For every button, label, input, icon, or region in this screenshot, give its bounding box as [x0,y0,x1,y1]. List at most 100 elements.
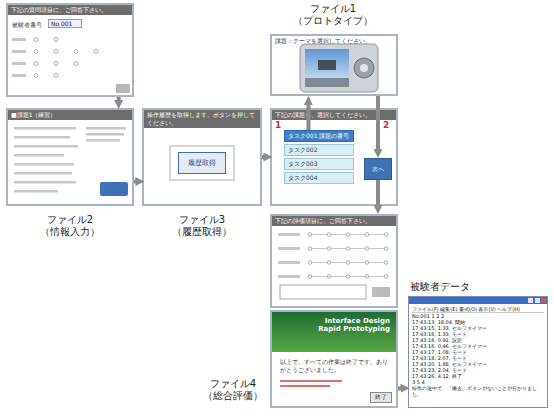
window-button [528,298,533,303]
title-bar [409,297,547,304]
scale-line [308,262,386,263]
task-label: タスク002 [285,145,353,155]
text-bar [86,139,120,142]
menu-bar: ファイル(F) 編集(E) 書式(O) 表示(V) ヘルプ(H) [412,306,544,313]
radio-button [54,74,58,78]
log-line: 17:43:17, 1.08, モード [412,349,544,355]
scale-point [365,233,369,237]
screen-heading: ■課題1（練習） [8,110,132,120]
screen-heading: 課題：テーマを選択してください。 [275,38,371,45]
radio-button [94,50,98,54]
scale-point [327,275,331,279]
task-item: タスク002 [284,144,354,156]
task-label: タスク004 [285,173,353,183]
file-label: ファイル3 （履歴取得） [152,214,252,238]
log-line: 17:43:18, 2.07, モード [412,355,544,361]
camera-illustration [300,44,378,92]
blue-button [100,182,128,196]
text-bar [14,181,76,184]
history-screen: 操作履歴を取得します。ボタンを押してください。履歴取得 [142,108,262,206]
form-rows [12,38,130,94]
log-line: 17:43:20, 1.88, セルフタイマー [412,361,544,367]
field-label: 被験者番号 [12,21,42,30]
small-button [116,84,130,93]
log-line: 17:43:23, 2.04, モード [412,367,544,373]
text-bar [14,154,64,157]
text-bar [12,50,26,53]
file-label: ファイル4 （総合評価） [200,378,266,402]
flow-arrow [376,180,380,208]
scale-point [384,233,388,237]
data-label: 被験者データ [410,280,470,294]
radio-buttons [34,38,98,78]
scale-point [365,261,369,265]
log-line: 17:43:15, 1.33, セルフタイマー [412,325,544,331]
scale-point [308,261,312,265]
flow-arrow [306,102,310,130]
flow-arrow [376,96,380,152]
scale-point [346,233,350,237]
radio-button [34,38,38,42]
notepad-window: ファイル(F) 編集(E) 書式(O) 表示(V) ヘルプ(H)No.001 1… [408,296,548,408]
text-bar [14,190,58,193]
instruction-screen: ■課題1（練習） [6,108,134,206]
task-item: タスク001 課題の番号 [284,130,354,142]
log-line: No.001 1 2 2 [412,313,544,319]
callout-number: 2 [383,120,389,130]
scale-lines [308,235,386,277]
log-line: 17:43:16, 0.91, 設定 [412,337,544,343]
scale-line [308,276,386,277]
screen-heading: 下記の課題を、選択してください。 [272,110,396,120]
note-line [280,385,330,387]
log-line: 17:43:16, 0.46, セルフタイマー [412,343,544,349]
comment-box [280,285,366,299]
scale-line [308,234,386,235]
scale-point [308,233,312,237]
camera-skyline [305,78,349,87]
text-bar [278,233,300,236]
scale-point [327,233,331,237]
file-label: ファイル2 （情報入力） [20,214,120,238]
button-label: 履歴取得 [188,158,216,168]
radio-button [34,74,38,78]
scale-points [308,233,388,279]
camera-body [300,44,378,92]
text-bar [12,74,26,77]
flow-arrow [262,155,266,159]
screen-heading: 下記の質問項目に、ご回答下さい。 [8,5,132,15]
radio-button [34,62,38,66]
window-button [541,298,546,303]
text-bar [14,127,76,130]
text-bar [12,38,26,41]
scale-point [365,275,369,279]
end-message: 以上で、すべての作業は終了です。ありがとうございました。 [280,358,388,374]
text-bar [14,163,74,166]
radio-button [34,50,38,54]
button-frame [170,146,234,180]
text-bar [86,127,126,130]
rating-scales [278,233,390,299]
window-titlebar [409,297,547,304]
radio-button [54,50,58,54]
radio-button [74,62,78,66]
scale-point [346,261,350,265]
end-button: 終了 [370,392,392,403]
scale-point [308,247,312,251]
text-bar [14,172,72,175]
callout-number: 1 [275,120,281,130]
radio-button [54,62,58,66]
radio-button [74,50,78,54]
radio-button [54,38,58,42]
camera-dial-center [360,64,368,72]
form-screen: 下記の質問項目に、ご回答下さい。被験者番号 No.001 [6,3,134,97]
end-screen: Interface Design Rapid Prototyping以上で、すべ… [270,310,398,408]
log-line: 17:43:26, 4.12, 終了 [412,373,544,379]
scale-point [346,247,350,251]
file-label: ファイル1 （プロトタイプ） [278,3,388,27]
field-value: No.001 [48,19,82,28]
text-bar [14,136,70,139]
text-bar [12,62,26,65]
flow-arrow [117,97,121,103]
